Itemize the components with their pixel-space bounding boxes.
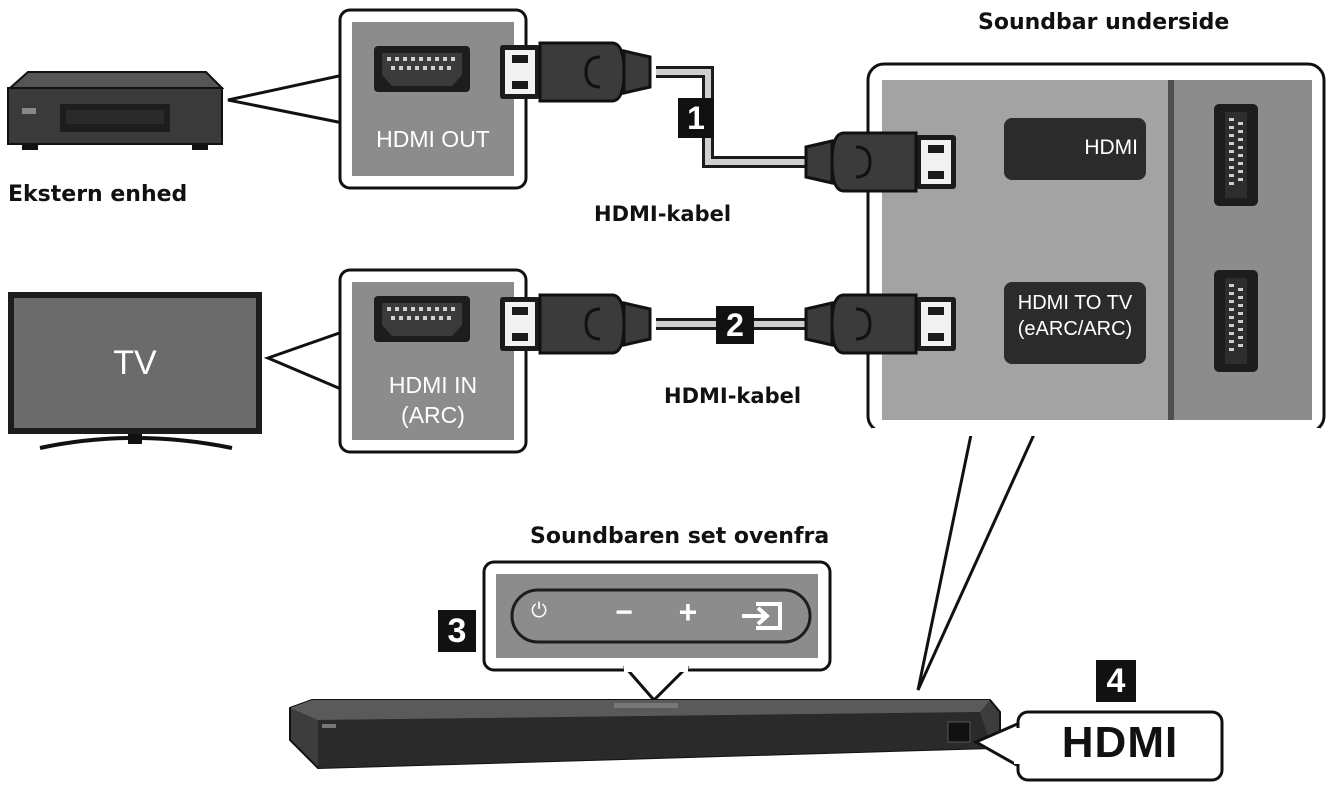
soundbar-underside-label: Soundbar underside (978, 10, 1230, 35)
step-3-badge: 3 (438, 610, 476, 652)
hdmi-cable-label-1: HDMI-kabel (594, 202, 732, 226)
volume-down-icon: − (615, 596, 633, 629)
hdmi-out-callout (338, 8, 528, 190)
hdmi-out-label: HDMI OUT (376, 126, 490, 152)
soundbar-icon (289, 699, 1001, 770)
soundbar-earc-arc-label: (eARC/ARC) (1017, 318, 1133, 340)
step-2-badge: 2 (716, 306, 754, 344)
external-device-icon (7, 71, 225, 150)
step-4-badge: 4 (1096, 660, 1136, 702)
external-device-label: Ekstern enhed (8, 182, 188, 207)
hdmi-cable-label-2: HDMI-kabel (664, 384, 802, 408)
hdmi-in-arc-label: (ARC) (401, 402, 465, 428)
volume-up-icon: + (678, 594, 698, 630)
tv-label: TV (113, 344, 157, 382)
soundbar-top-panel-callout (482, 560, 832, 703)
power-icon: ⏻ (531, 600, 547, 622)
hdmi-in-callout (338, 268, 528, 454)
soundbar-underside-callout (866, 62, 1326, 691)
tv-icon (8, 292, 262, 450)
hdmi-in-label: HDMI IN (388, 372, 478, 398)
step-1-badge: 1 (678, 98, 714, 138)
soundbar-hdmi-to-tv-label: HDMI TO TV (1017, 292, 1133, 314)
hdmi-logo-text: HDMI (1061, 718, 1179, 767)
source-icon (740, 600, 786, 632)
soundbar-hdmi-port-label: HDMI (1084, 136, 1138, 159)
soundbar-top-view-label: Soundbaren set ovenfra (530, 524, 830, 549)
